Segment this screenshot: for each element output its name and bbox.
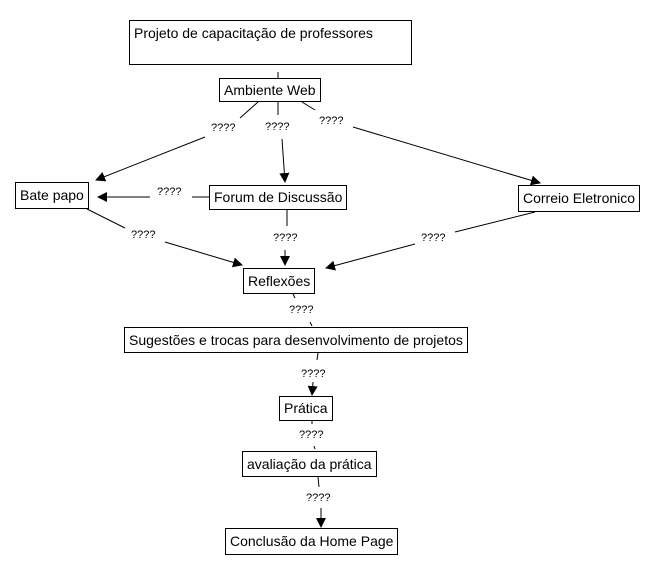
node-projeto[interactable]: Projeto de capacitação de professores [129, 20, 412, 65]
link-label-ambiente-bate: ???? [209, 122, 238, 134]
edge-reflexoes-sugestoes-2 [309, 321, 313, 327]
node-avaliacao[interactable]: avaliação da prática [242, 451, 377, 477]
edge-pratica-avaliacao-2 [313, 445, 316, 450]
node-pratica[interactable]: Prática [279, 396, 333, 421]
edge-bate-reflexoes [86, 208, 126, 229]
node-ambiente-web[interactable]: Ambiente Web [219, 78, 321, 102]
node-reflexoes[interactable]: Reflexões [243, 268, 316, 294]
edge-ambiente-forum-arrow [279, 138, 290, 183]
link-label-forum-bate: ???? [155, 186, 184, 198]
node-correio[interactable]: Correio Eletronico [518, 185, 641, 212]
node-forum[interactable]: Forum de Discussão [209, 185, 348, 210]
edge-ambiente-correio-arrow [352, 126, 541, 186]
link-label-bate-reflexoes: ???? [129, 229, 158, 241]
link-label-pratica-avaliacao: ???? [297, 429, 326, 441]
link-label-reflexoes-sugestoes: ???? [287, 304, 316, 316]
edge-avaliacao-conclusao [317, 476, 320, 488]
link-label-sugestoes-pratica: ???? [299, 368, 328, 380]
node-sugestoes[interactable]: Sugestões e trocas para desenvolvimento … [124, 327, 468, 353]
link-label-ambiente-correio: ???? [317, 115, 346, 127]
edge-ambiente-correio [301, 101, 316, 111]
node-bate-papo[interactable]: Bate papo [15, 182, 89, 209]
edge-bate-reflexoes-arrow [164, 241, 243, 268]
edge-correio-reflexoes [454, 211, 536, 233]
node-conclusao[interactable]: Conclusão da Home Page [225, 528, 399, 555]
edge-correio-reflexoes-arrow [325, 243, 416, 271]
edge-sugestoes-pratica-arrow [307, 381, 318, 396]
link-label-forum-reflexoes: ???? [271, 232, 300, 244]
edge-ambiente-bate-arrow [95, 136, 206, 182]
edge-ambiente-bate [239, 101, 259, 119]
link-label-avaliacao-conclusao: ???? [304, 492, 333, 504]
edge-reflexoes-sugestoes [292, 293, 296, 299]
edge-sugestoes-pratica [316, 352, 319, 361]
link-label-ambiente-forum: ???? [263, 121, 292, 133]
link-label-correio-reflexoes: ???? [419, 232, 448, 244]
